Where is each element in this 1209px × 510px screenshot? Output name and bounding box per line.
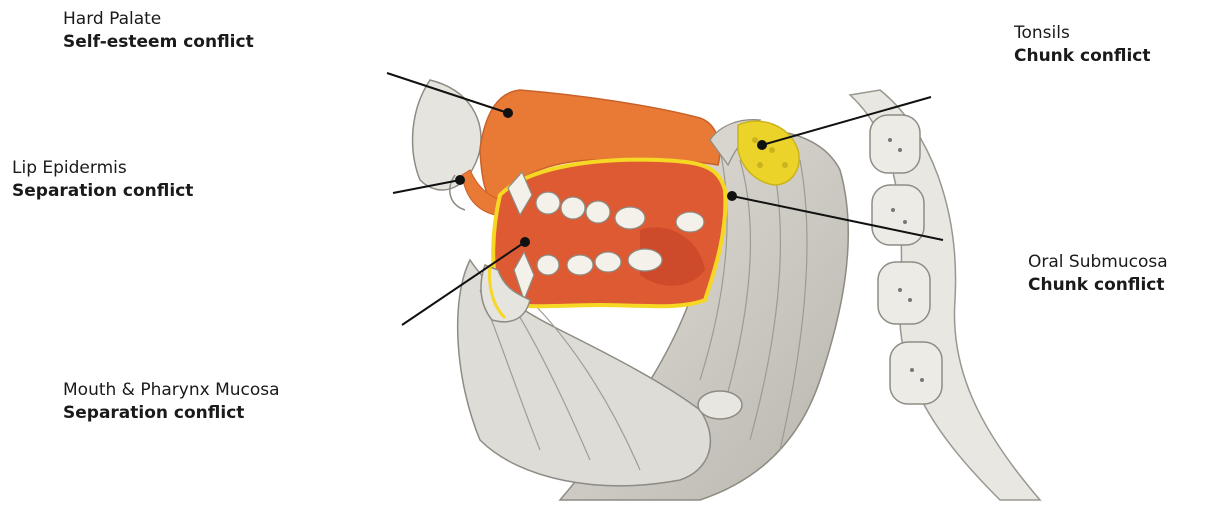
spine-vertebrae [850,90,1040,500]
label-lip-epidermis-name: Lip Epidermis [12,157,193,180]
label-lip-epidermis-conflict: Separation conflict [12,180,193,203]
label-hard-palate-conflict: Self-esteem conflict [63,31,254,54]
label-hard-palate: Hard Palate Self-esteem conflict [63,8,254,54]
label-oral-submucosa: Oral Submucosa Chunk conflict [1028,251,1168,297]
label-mouth-pharynx-mucosa-conflict: Separation conflict [63,402,280,425]
label-mouth-pharynx-mucosa-name: Mouth & Pharynx Mucosa [63,379,280,402]
label-mouth-pharynx-mucosa: Mouth & Pharynx Mucosa Separation confli… [63,379,280,425]
label-lip-epidermis: Lip Epidermis Separation conflict [12,157,193,203]
label-oral-submucosa-name: Oral Submucosa [1028,251,1168,274]
label-oral-submucosa-conflict: Chunk conflict [1028,274,1168,297]
label-tonsils-conflict: Chunk conflict [1014,45,1151,68]
label-hard-palate-name: Hard Palate [63,8,254,31]
label-tonsils: Tonsils Chunk conflict [1014,22,1151,68]
label-tonsils-name: Tonsils [1014,22,1151,45]
